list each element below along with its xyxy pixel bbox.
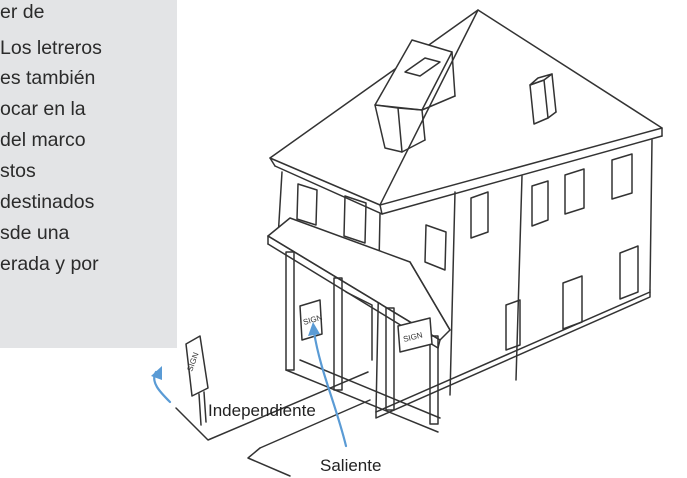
upper-right-windows <box>470 153 633 239</box>
panel-text-line: destinados <box>0 191 95 213</box>
roof <box>269 9 663 215</box>
panel-text-line: es también <box>0 67 96 89</box>
panel-text-line: del marco <box>0 129 86 151</box>
panel-text-line: erada y por <box>0 253 99 275</box>
panel-text-line: stos <box>0 160 36 182</box>
freestanding-sign <box>185 335 209 426</box>
projecting-label: Saliente <box>320 456 382 475</box>
walkway <box>175 371 371 477</box>
upper-left-windows <box>296 183 447 271</box>
panel-text-line: sde una <box>0 222 70 244</box>
projecting-arrow <box>312 330 348 448</box>
dormer <box>374 39 456 153</box>
panel-text-line: Los letreros <box>0 37 102 59</box>
panel-text-line: ocar en la <box>0 98 86 120</box>
freestanding-label: Independiente <box>208 401 316 420</box>
porch-front <box>285 251 441 433</box>
freestanding-arrowhead <box>151 366 162 380</box>
panel-text-line: er de <box>0 1 45 23</box>
lower-right-windows <box>505 245 639 351</box>
chimney <box>529 73 557 125</box>
window-sign <box>397 317 433 353</box>
text-panel: er de Los letreros es también ocar en la… <box>0 0 177 348</box>
projecting-arrowhead <box>308 322 320 336</box>
